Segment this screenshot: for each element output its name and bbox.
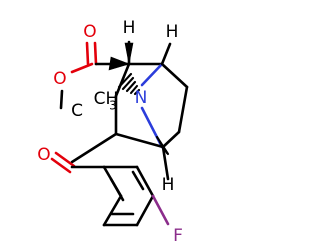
atom-labels: O O N C CH 3 O F H H H — [37, 18, 183, 246]
bond-carbonyl-top-b — [85, 41, 90, 66]
bond-h-lower — [161, 145, 170, 181]
wedge-h-upper — [124, 42, 134, 65]
atom-ch3: CH — [94, 89, 119, 109]
bond-ring-left-upper — [114, 62, 131, 98]
atom-hydrogen-upper-alpha: H — [123, 18, 136, 38]
atom-oxygen-carbonyl-lower: O — [37, 145, 50, 165]
atom-ch3-subscript: 3 — [109, 99, 117, 113]
bond-h-top — [160, 42, 172, 66]
bond-ar-5 — [135, 165, 155, 198]
bond-benzoate-carbonyl-b — [50, 157, 72, 174]
bond-oxygen-benzoate — [70, 132, 118, 164]
wedge-ester — [108, 56, 130, 71]
bond-methyl-oxygen — [59, 89, 64, 110]
bond-ar-double-1 — [109, 177, 125, 202]
bond-ring-right-upper — [160, 62, 189, 89]
bond-ring-right — [177, 85, 189, 134]
bond-ar-4 — [135, 194, 155, 227]
atom-fluorine: F — [173, 226, 183, 246]
bond-ring-bottom — [114, 132, 165, 149]
bond-ar-2 — [102, 194, 123, 227]
methyl-label: C CH 3 — [71, 89, 118, 121]
bond-ar-double-3 — [131, 170, 145, 191]
hash-bridge — [117, 72, 141, 96]
atom-oxygen-ester-upper: O — [53, 69, 66, 89]
atom-hydrogen-top: H — [166, 22, 179, 42]
bond-ester-oxygen — [70, 62, 94, 74]
atom-methyl-carbon: C — [71, 101, 83, 121]
molecule-canvas: O O N C CH 3 O F H H H — [37, 18, 189, 246]
atom-hydrogen-lower: H — [162, 175, 175, 195]
bond-bridge-upper — [140, 62, 164, 87]
atom-nitrogen-bridge: N — [135, 88, 148, 108]
bond-fluorine — [151, 194, 170, 226]
hash-lower — [155, 135, 170, 156]
bond-benzoate-carbonyl-a — [54, 151, 76, 168]
stereo-group — [108, 42, 170, 156]
bond-group — [50, 40, 189, 227]
atom-oxygen-carbonyl-top: O — [83, 22, 96, 42]
molecule-structure: O O N C CH 3 O F H H H — [37, 18, 189, 246]
bond-ring-right-lower — [161, 130, 181, 149]
bond-carbonyl-top-a — [93, 41, 98, 66]
